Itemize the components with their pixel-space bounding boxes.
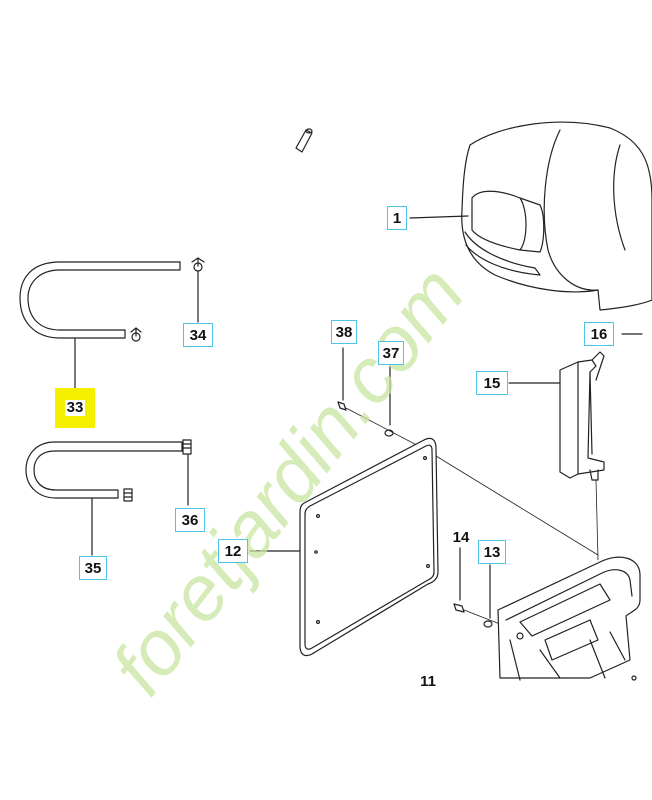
callout-11: 11 xyxy=(420,673,436,690)
callout-36: 36 xyxy=(175,508,205,532)
callout-12: 12 xyxy=(218,539,248,563)
screw-part-38 xyxy=(337,347,347,411)
base-part-11 xyxy=(497,556,641,681)
washer-part-13 xyxy=(483,564,493,628)
plate-part-12 xyxy=(299,437,439,657)
screw-part-14 xyxy=(453,547,465,613)
hose-part-35 xyxy=(25,441,183,556)
hose-part-33 xyxy=(19,261,181,389)
callout-33-label: 33 xyxy=(64,399,86,416)
pin-part xyxy=(295,128,313,153)
callout-38: 38 xyxy=(331,320,357,344)
callout-1: 1 xyxy=(387,206,407,230)
washer-part-37 xyxy=(384,365,394,437)
housing-part-1 xyxy=(461,121,652,311)
callout-16: 16 xyxy=(584,322,614,346)
callout-14: 14 xyxy=(452,529,470,546)
callout-35: 35 xyxy=(79,556,107,580)
callout-34: 34 xyxy=(183,323,213,347)
fitting-part-36 xyxy=(123,439,192,506)
callout-37: 37 xyxy=(378,341,404,365)
clamp-part-34 xyxy=(130,257,205,342)
callout-13: 13 xyxy=(478,540,506,564)
leader-line-1 xyxy=(409,215,469,219)
callout-15: 15 xyxy=(476,371,508,395)
callout-33-highlighted[interactable]: 33 xyxy=(55,388,95,428)
bracket-part-15 xyxy=(559,351,605,481)
